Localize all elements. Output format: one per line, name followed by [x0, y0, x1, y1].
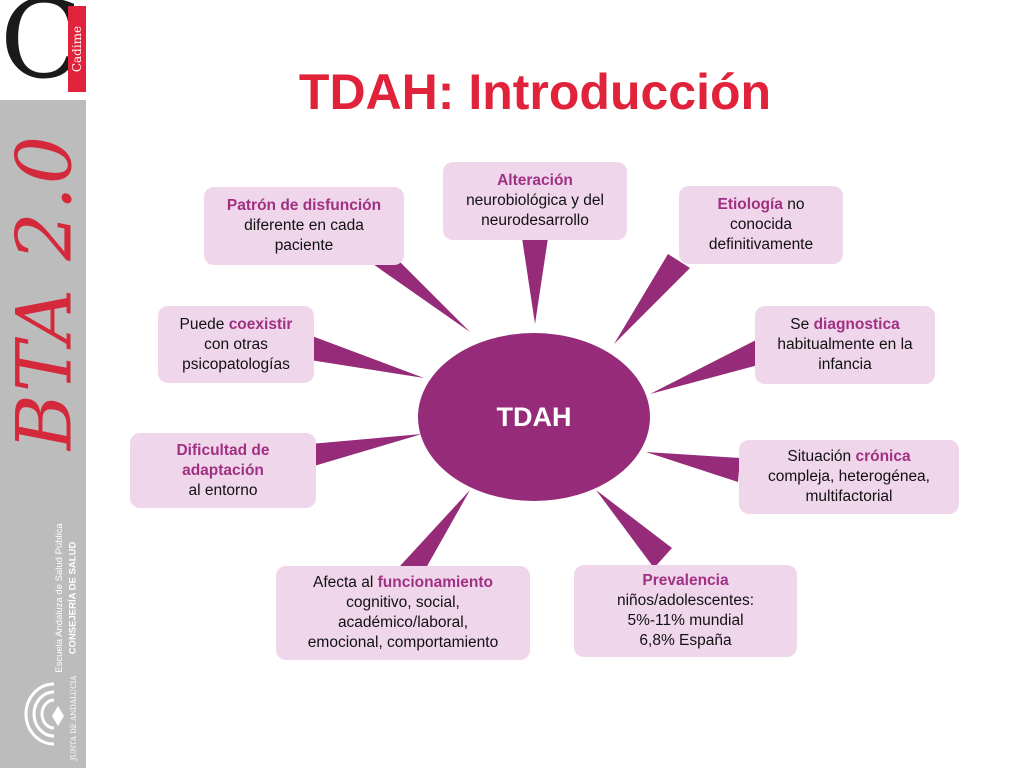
node-text-line: Etiología no	[717, 195, 804, 215]
spoke-prevalencia	[596, 490, 672, 568]
node-text-line: al entorno	[189, 481, 258, 501]
node-highlight-text: coexistir	[228, 315, 293, 333]
spoke-alteracion	[522, 238, 548, 324]
node-text-line: adaptación	[182, 461, 264, 481]
node-highlight-text: diagnostica	[813, 316, 900, 333]
node-highlight-text: crónica	[855, 448, 911, 465]
node-highlight-text: funcionamiento	[377, 574, 493, 591]
node-text: conocida	[729, 216, 793, 233]
node-text-line: Dificultad de	[176, 441, 269, 461]
node-text: no	[782, 196, 805, 213]
node-text: Se	[790, 316, 814, 333]
node-text: habitualmente en la	[777, 336, 913, 353]
node-patron: Patrón de disfunción diferente en cada pac…	[204, 187, 404, 265]
node-adaptacion: Dificultad de adaptación al entorno	[130, 433, 316, 508]
node-text-line: Alteración	[497, 171, 573, 191]
node-text: académico/laboral,	[337, 614, 469, 631]
spoke-funcionamiento	[400, 490, 470, 568]
node-text-line: Afecta al funcionamiento	[313, 573, 493, 593]
node-highlight-text: Etiología	[717, 196, 783, 213]
node-text: infancia	[818, 356, 872, 373]
node-text-line: niños/adolescentes:	[617, 591, 754, 611]
node-text-line: multifactorial	[806, 487, 893, 507]
node-text-line: con otras	[204, 335, 268, 355]
node-highlight-text: Prevalencia	[642, 572, 729, 589]
node-text-line: infancia	[818, 355, 871, 375]
node-text: Puede	[179, 315, 229, 333]
spoke-coexistir	[310, 336, 424, 378]
node-text-line: habitualmente en la	[777, 335, 912, 355]
junta-emblem-icon	[24, 682, 64, 746]
node-text-line: académico/laboral,	[338, 613, 468, 633]
spoke-adaptacion	[310, 434, 422, 466]
node-text: Situación	[787, 448, 856, 465]
node-text-line: 5%-11% mundial	[627, 611, 743, 631]
spoke-cronica	[646, 452, 740, 482]
node-text: con otras	[204, 335, 268, 353]
spoke-etiologia	[614, 254, 690, 344]
node-alteracion: Alteración neurobiológica y del neurodesar…	[443, 162, 627, 240]
spoke-diagnostica	[650, 340, 762, 394]
node-text-line: neurobiológica y del	[466, 191, 604, 211]
node-text: neurobiológica y del	[466, 192, 604, 209]
node-text-line: compleja, heterogénea,	[768, 467, 930, 487]
node-text: paciente	[274, 237, 334, 254]
node-text: cognitivo, social,	[346, 594, 460, 611]
spoke-patron	[370, 262, 470, 332]
node-text: diferente en cada	[244, 217, 364, 234]
node-highlight-text: adaptación	[182, 461, 264, 479]
node-text-line: Patrón de disfunción	[227, 196, 381, 216]
node-text: neurodesarrollo	[481, 212, 589, 229]
node-text: psicopatologías	[182, 355, 290, 373]
node-text-line: neurodesarrollo	[481, 211, 589, 231]
node-text-line: Se diagnostica	[790, 315, 899, 335]
node-text: Afecta al	[312, 574, 378, 591]
node-text-line: psicopatologías	[182, 355, 290, 375]
node-highlight-text: Patrón de disfunción	[226, 197, 382, 214]
node-text: emocional, comportamiento	[307, 634, 499, 651]
node-text-line: 6,8% España	[639, 631, 731, 651]
node-text-line: definitivamente	[709, 235, 813, 255]
brand-header: C Cadime	[0, 0, 86, 100]
node-prevalencia: Prevalencia niños/adolescentes: 5%-11% mun…	[574, 565, 797, 657]
node-highlight-text: Alteración	[497, 172, 573, 189]
node-text: niños/adolescentes:	[616, 592, 754, 609]
node-text: 5%-11% mundial	[627, 612, 744, 629]
node-text: 6,8% España	[639, 632, 732, 649]
center-label: TDAH	[496, 401, 572, 432]
node-text-line: emocional, comportamiento	[308, 633, 498, 653]
node-text: compleja, heterogénea,	[767, 468, 930, 485]
node-text-line: cognitivo, social,	[346, 593, 460, 613]
node-text-line: Situación crónica	[787, 447, 910, 467]
node-text-line: diferente en cada	[244, 216, 364, 236]
node-text: multifactorial	[805, 488, 893, 505]
node-highlight-text: Dificultad de	[176, 441, 270, 459]
cadime-logo-tab: Cadime	[68, 6, 86, 92]
node-text-line: Puede coexistir	[180, 315, 293, 335]
node-text: definitivamente	[708, 236, 814, 253]
slide-title: TDAH: Introducción	[298, 64, 772, 120]
brand-sidebar	[0, 100, 86, 768]
node-text-line: paciente	[275, 236, 334, 256]
node-text: al entorno	[188, 481, 258, 499]
node-text-line: Prevalencia	[642, 571, 728, 591]
center-node: TDAH	[418, 333, 650, 501]
node-text-line: conocida	[730, 215, 792, 235]
